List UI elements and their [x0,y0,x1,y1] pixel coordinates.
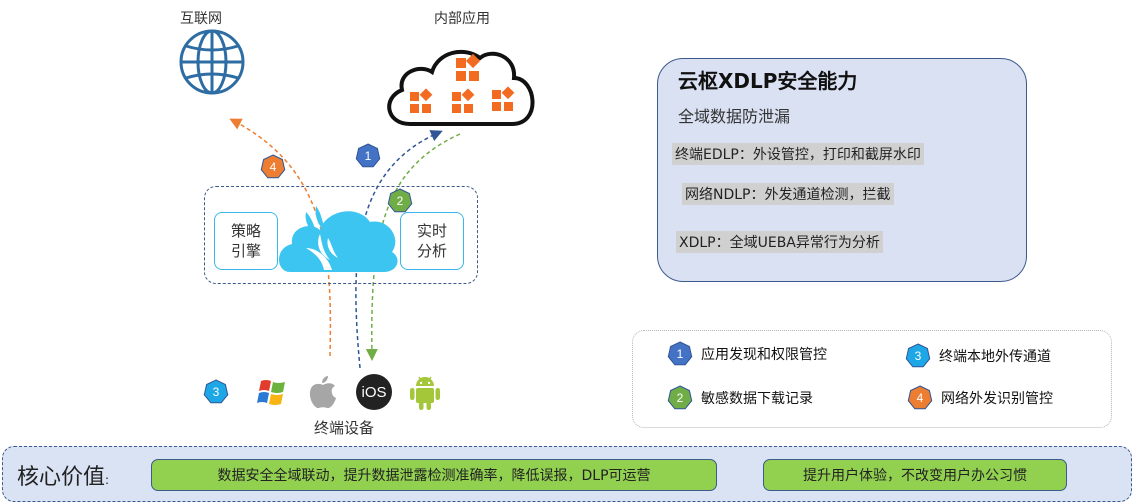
legend-label-2: 敏感数据下载记录 [701,391,813,407]
ios-icon: iOS [356,374,392,410]
globe-icon [178,28,246,100]
realtime-analysis-box: 实时 分析 [400,212,464,270]
core-value-item-1: 数据安全全域联动，提升数据泄露检测准确率，降低误报，DLP可运营 [151,459,717,491]
capability-item-ndlp: 网络NDLP：外发通道检测，拦截 [682,183,894,205]
legend-badge-4: 4 [907,385,933,411]
legend-item-1: 1 应用发现和权限管控 [667,341,827,367]
android-icon [408,374,442,416]
flow-1-arrow [355,130,443,369]
policy-engine-box: 策略 引擎 [214,212,278,270]
internal-app-label: 内部应用 [434,11,490,27]
legend-badge-2: 2 [667,385,693,411]
core-value-panel: 核心价值: 数据安全全域联动，提升数据泄露检测准确率，降低误报，DLP可运营 提… [2,446,1132,502]
internet-label: 互联网 [180,11,222,27]
flow-3-badge: 3 [203,379,229,405]
capability-panel: 云枢XDLP安全能力 全域数据防泄漏 终端EDLP：外设管控，打印和截屏水印 网… [657,58,1027,282]
legend-label-4: 网络外发识别管控 [941,391,1053,407]
endpoint-devices-label: 终端设备 [314,419,375,437]
policy-engine-line2: 引擎 [230,242,261,260]
cloud-apps-icon [380,44,540,134]
core-value-label: 核心价值: [17,465,110,490]
xdlp-cloud-logo-icon [276,204,400,278]
engine-container [204,186,478,284]
capability-title: 云枢XDLP安全能力 [678,69,858,93]
legend: 1 应用发现和权限管控 3 终端本地外传通道 2 敏感数据下载记录 4 网络外发… [632,330,1112,428]
capability-subtitle: 全域数据防泄漏 [678,107,791,126]
apple-icon [307,374,339,414]
core-value-item-2: 提升用户体验，不改变用户办公习惯 [763,459,1067,491]
legend-item-2: 2 敏感数据下载记录 [667,385,813,411]
capability-item-edlp: 终端EDLP：外设管控，打印和截屏水印 [672,143,924,165]
legend-badge-1: 1 [667,341,693,367]
legend-label-1: 应用发现和权限管控 [701,347,827,363]
flow-1-badge: 1 [355,143,381,169]
realtime-analysis-line1: 实时 [416,222,447,240]
legend-badge-3: 3 [905,343,931,369]
legend-item-4: 4 网络外发识别管控 [907,385,1053,411]
realtime-analysis-line2: 分析 [416,242,447,260]
capability-item-xdlp: XDLP：全域UEBA异常行为分析 [676,231,883,253]
legend-item-3: 3 终端本地外传通道 [905,343,1051,369]
policy-engine-line1: 策略 [230,222,261,240]
flow-2-badge: 2 [387,188,413,214]
flow-2-arrow [365,133,461,361]
windows-icon [257,378,287,410]
flow-4-badge: 4 [260,154,286,180]
legend-label-3: 终端本地外传通道 [939,349,1051,365]
